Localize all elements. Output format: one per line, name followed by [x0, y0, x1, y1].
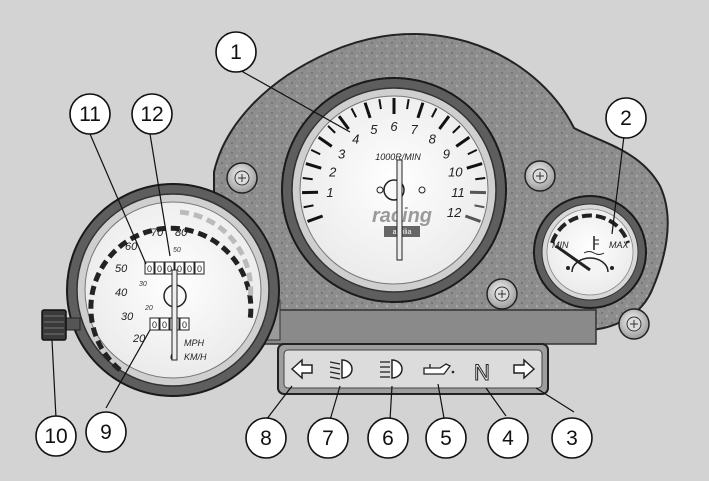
tachometer-scale-label: 2 [328, 165, 337, 180]
callout-number: 12 [140, 103, 163, 126]
mph-scale-label: 20 [132, 333, 146, 345]
tachometer-scale-label: 12 [447, 205, 462, 220]
kmh-scale-label: 20 [144, 305, 153, 312]
tachometer-tick [475, 178, 485, 179]
speedometer-needle [172, 270, 177, 360]
callout-number: 5 [440, 427, 452, 450]
callout-6: 6 [368, 418, 408, 458]
trip-digit: 0 [162, 320, 167, 330]
tachometer-scale-label: 6 [390, 119, 398, 134]
tachometer-scale-label: 10 [448, 165, 463, 180]
callout-number: 9 [100, 421, 112, 444]
mph-scale-label: 40 [115, 287, 128, 299]
tachometer-scale-label: 5 [370, 122, 378, 137]
callout-8: 8 [246, 418, 286, 458]
bolt-icon [619, 309, 649, 339]
callout-11: 11 [70, 94, 110, 134]
tachometer-scale-label: 7 [411, 122, 419, 137]
mph-scale-label: 70 [151, 227, 164, 239]
odometer-digit: 0 [157, 264, 162, 274]
lower-bracket [236, 310, 596, 344]
bolt-icon [487, 279, 517, 309]
tachometer-scale-label: 1 [326, 185, 333, 200]
tachometer-scale-label: 3 [338, 146, 346, 161]
temp-max-label: MAX [609, 240, 630, 250]
mph-scale-label: 60 [125, 241, 138, 253]
callout-number: 11 [79, 103, 101, 126]
callout-number: 4 [502, 427, 514, 450]
callout-4: 4 [488, 418, 528, 458]
callout-number: 2 [620, 107, 632, 130]
trip-digit: 0 [182, 320, 187, 330]
mph-scale-label: 80 [175, 227, 188, 239]
callout-number: 6 [382, 427, 394, 450]
temperature-gauge: MIN MAX [534, 196, 646, 308]
tachometer-scale-label: 8 [429, 132, 437, 147]
tachometer-scale-label: 9 [443, 146, 450, 161]
tachometer-scale-label: 11 [451, 185, 465, 200]
callout-10: 10 [36, 416, 76, 456]
mph-scale-label: 50 [115, 263, 128, 275]
mph-scale-label: 30 [121, 311, 134, 323]
speed-unit-kmh: KM/H [184, 352, 207, 362]
tachometer-needle [397, 160, 402, 260]
tachometer-scale-label: 4 [352, 132, 359, 147]
trip-digit: 0 [152, 320, 157, 330]
odometer-digit: 0 [187, 264, 192, 274]
callout-number: 8 [260, 427, 272, 450]
callout-number: 1 [230, 41, 242, 64]
odometer-digit: 0 [147, 264, 152, 274]
speed-unit-mph: MPH [184, 338, 205, 348]
odometer-digit: 0 [167, 264, 172, 274]
callout-7: 7 [308, 418, 348, 458]
callout-5: 5 [426, 418, 466, 458]
bolt-icon [525, 161, 555, 191]
bolt-icon [227, 163, 257, 193]
warning-light-panel: N [278, 344, 548, 394]
tachometer-tick [303, 178, 313, 179]
kmh-scale-label: 50 [173, 247, 181, 254]
callout-number: 10 [44, 425, 67, 448]
odometer-digit: 0 [197, 264, 202, 274]
odometer-digit: 0 [177, 264, 182, 274]
callout-3: 3 [552, 418, 592, 458]
kmh-scale-label: 30 [139, 281, 147, 288]
neutral-icon: N [474, 360, 490, 385]
callout-9: 9 [86, 412, 126, 452]
callout-1: 1 [216, 32, 256, 72]
callout-number: 7 [322, 427, 334, 450]
callout-number: 3 [566, 427, 578, 450]
callout-2: 2 [606, 98, 646, 138]
callout-12: 12 [132, 94, 172, 134]
